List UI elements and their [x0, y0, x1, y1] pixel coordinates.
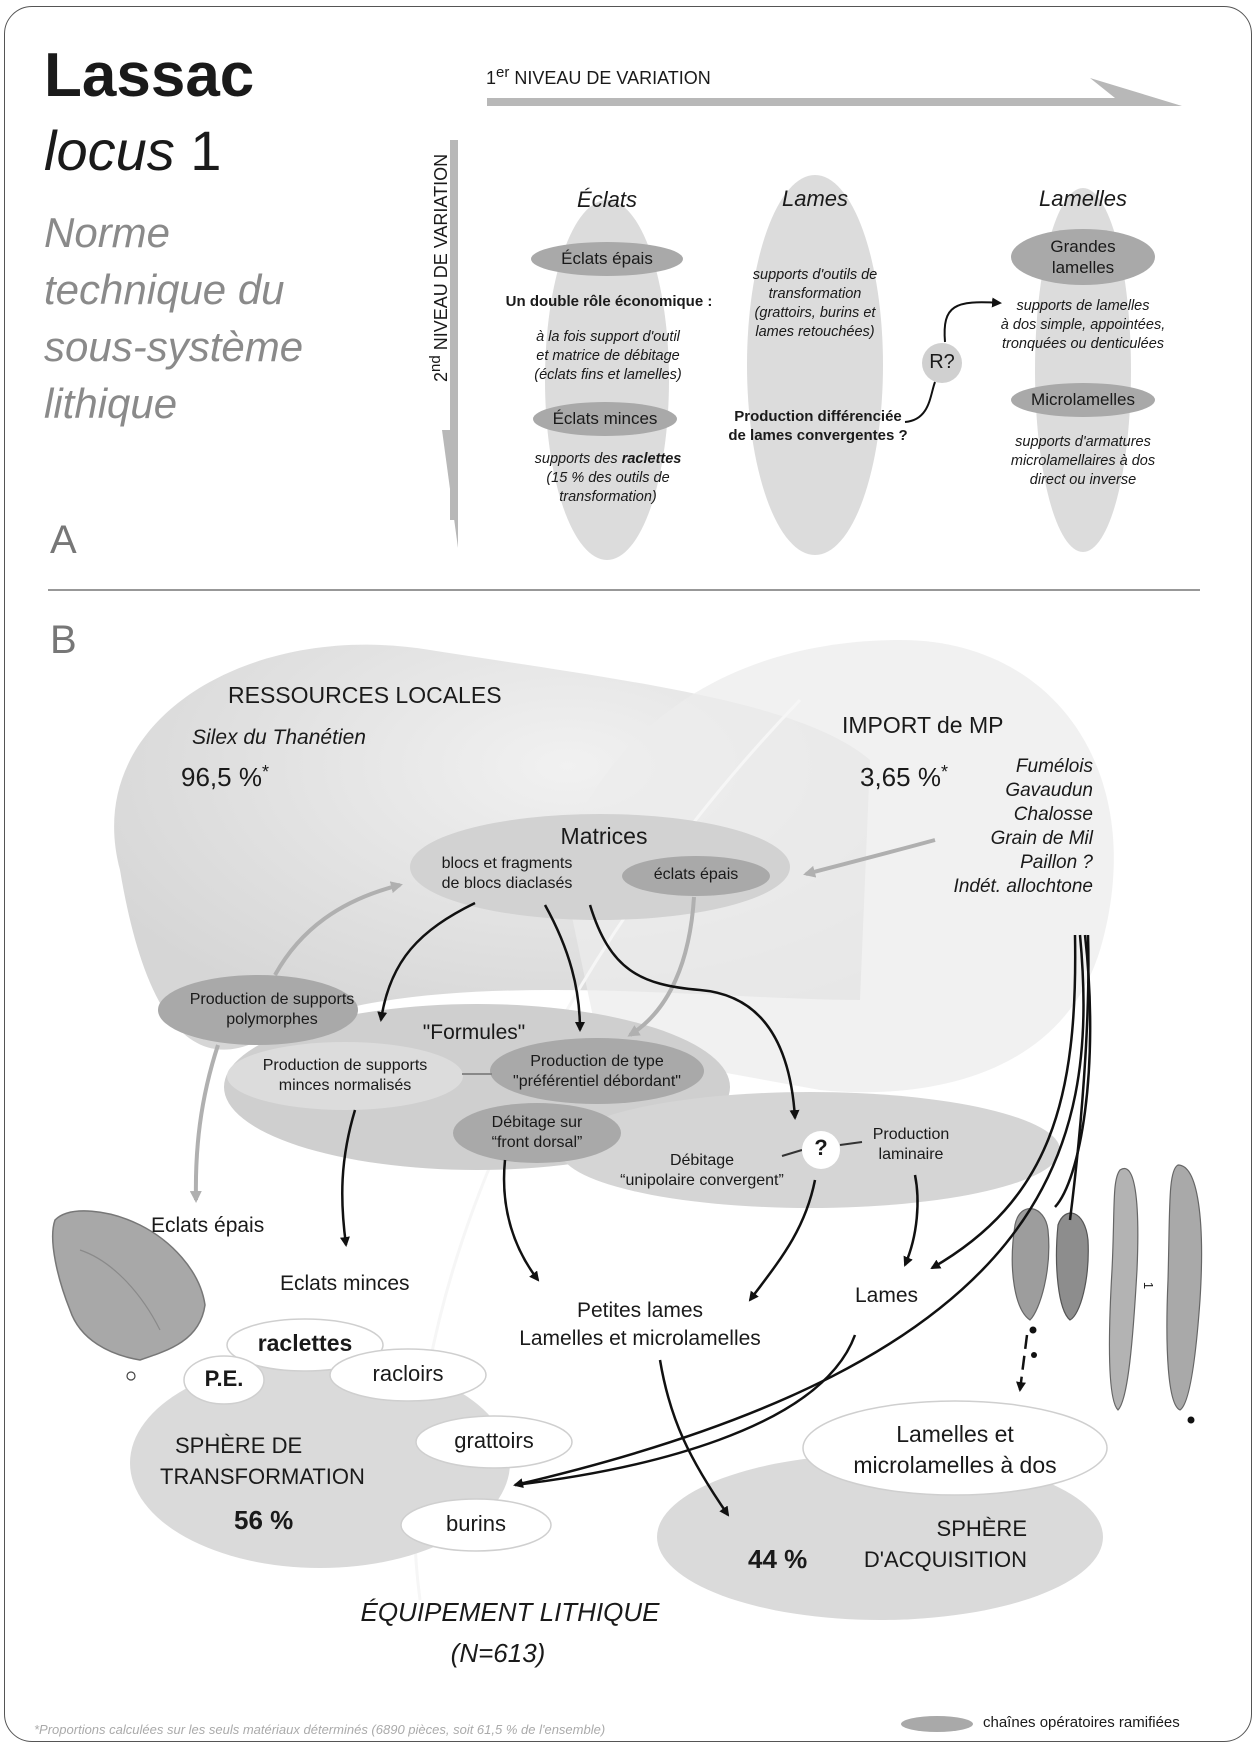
blocs-label: blocs et fragments de blocs diaclasés	[441, 855, 573, 892]
eclats-title: Éclats	[577, 187, 637, 212]
lames-ellipse	[747, 175, 883, 555]
import-to-matrices-arrow	[803, 838, 936, 878]
racloirs-label: racloirs	[372, 1361, 444, 1386]
flow-arrows	[339, 901, 1092, 1517]
eclats-minces-output: Eclats minces	[280, 1272, 410, 1295]
axis-2-label: 2nd NIVEAU DE VARIATION	[427, 153, 451, 382]
legend-swatch	[901, 1716, 973, 1732]
polymorphes-pill	[158, 975, 358, 1045]
lames-output: Lames	[855, 1284, 919, 1307]
prod-preferentiel-label: Production de type "préférentiel déborda…	[513, 1053, 681, 1090]
page-frame	[4, 6, 1252, 1742]
double-role-label: Un double rôle économique :	[505, 293, 713, 310]
locus-title: locus 1	[44, 119, 222, 182]
eclats-epais-label: Éclats épais	[561, 249, 653, 268]
r-question-circle	[922, 343, 962, 383]
prod-polymorphes-label: Production de supports polymorphes	[189, 991, 355, 1028]
artifact-lamelles-group	[1011, 1164, 1203, 1424]
legend-label: chaînes opératoires ramifiées	[983, 1714, 1180, 1731]
formules-label: "Formules"	[422, 1021, 526, 1044]
grandes-lamelles-desc: supports de lamelles à dos simple, appoi…	[1000, 298, 1166, 352]
lames-production: Production différenciée de lames converg…	[728, 408, 908, 444]
lamelles-dos-bubble	[802, 1400, 1108, 1496]
polymorphes-to-matrices-arrow	[273, 881, 403, 976]
eclats-epais-to-preferentiel-arrow	[627, 896, 696, 1037]
pct-transformation: 56 %	[234, 1505, 294, 1535]
eclats-epais-output: Eclats épais	[151, 1214, 265, 1237]
burins-bubble	[400, 1498, 552, 1552]
grandes-lamelles-label: Grandes lamelles	[1050, 237, 1116, 277]
eclats-minces-pill	[533, 402, 677, 436]
lames-desc: supports d'outils de transformation (gra…	[752, 267, 878, 340]
grandes-lamelles-pill	[1011, 229, 1155, 285]
n-total: (N=613)	[450, 1638, 546, 1668]
double-role-desc: à la fois support d'outil et matrice de …	[534, 329, 682, 383]
pct-acquisition: 44 %	[748, 1544, 808, 1574]
microlamelles-pill	[1011, 383, 1155, 417]
sphere-acquisition-ellipse	[657, 1454, 1103, 1620]
eclats-epais-matrice-label: éclats épais	[653, 866, 739, 883]
import-sources: Fumélois Gavaudun Chalosse Grain de Mil …	[953, 756, 1093, 897]
polymorphes-to-eclats-arrow	[189, 1044, 220, 1203]
prod-minces-label: Production de supports minces normalisés	[262, 1057, 428, 1094]
minces-normalises-pill	[227, 1042, 463, 1110]
microlamelles-label: Microlamelles	[1031, 390, 1135, 409]
import-mp-label: IMPORT de MP	[842, 712, 1004, 738]
equipement-label: ÉQUIPEMENT LITHIQUE	[360, 1597, 660, 1627]
sphere-transformation-label: SPHÈRE DE TRANSFORMATION	[160, 1433, 365, 1489]
petites-lames-output: Petites lames Lamelles et microlamelles	[519, 1299, 761, 1350]
eclats-epais-matrice-pill	[622, 856, 770, 896]
footnote: *Proportions calculées sur les seuls mat…	[34, 1722, 606, 1737]
pe-bubble	[183, 1355, 265, 1405]
lames-title: Lames	[781, 186, 849, 211]
microlamelles-desc: supports d'armatures microlamellaires à …	[1010, 434, 1156, 488]
racloirs-bubble	[329, 1348, 487, 1402]
question-label: ?	[814, 1135, 828, 1160]
axis-1-arrow	[487, 78, 1182, 106]
r-arrow	[943, 297, 1002, 343]
lamelles-dos-label: Lamelles et microlamelles à dos	[853, 1421, 1057, 1478]
question-circle	[802, 1131, 840, 1169]
lamelles-title: Lamelles	[1038, 186, 1128, 211]
front-dorsal-pill	[453, 1103, 621, 1163]
sphere-acquisition-label: SPHÈRE D'ACQUISITION	[863, 1516, 1027, 1572]
artifact-mark: 1	[1141, 1281, 1157, 1290]
eclats-minces-desc: supports des raclettes (15 % des outils …	[534, 451, 682, 505]
pe-label: P.E.	[204, 1366, 244, 1391]
debitage-unipolaire-label: Débitage “unipolaire convergent”	[620, 1152, 784, 1189]
eclats-epais-pill	[531, 242, 683, 276]
matrices-title: Matrices	[560, 823, 648, 849]
pct-local: 96,5 %*	[181, 762, 269, 792]
pct-import: 3,65 %*	[860, 762, 948, 792]
r-question-label: R?	[929, 351, 955, 373]
panel-a-letter: A	[50, 518, 77, 562]
raclettes-bubble	[226, 1318, 384, 1372]
silex-label: Silex du Thanétien	[192, 726, 366, 749]
ressources-locales-label: RESSOURCES LOCALES	[228, 682, 502, 708]
preferentiel-pill	[490, 1038, 704, 1104]
subtitle: Norme technique du sous-système lithique	[44, 209, 304, 427]
axis-1-label: 1er NIVEAU DE VARIATION	[486, 64, 711, 88]
eclats-minces-label: Éclats minces	[552, 409, 658, 428]
eclats-ellipse	[545, 200, 669, 560]
grattoirs-label: grattoirs	[454, 1428, 534, 1453]
artifact-eclat-epais	[51, 1210, 206, 1381]
site-title: Lassac	[44, 41, 255, 110]
raclettes-label: raclettes	[257, 1330, 353, 1356]
prod-laminaire-label: Production laminaire	[872, 1126, 950, 1163]
axis-2-arrow	[442, 140, 458, 548]
debitage-front-label: Débitage sur “front dorsal”	[491, 1114, 583, 1151]
panel-b-letter: B	[50, 618, 77, 662]
grattoirs-bubble	[415, 1415, 573, 1469]
burins-label: burins	[446, 1511, 506, 1536]
